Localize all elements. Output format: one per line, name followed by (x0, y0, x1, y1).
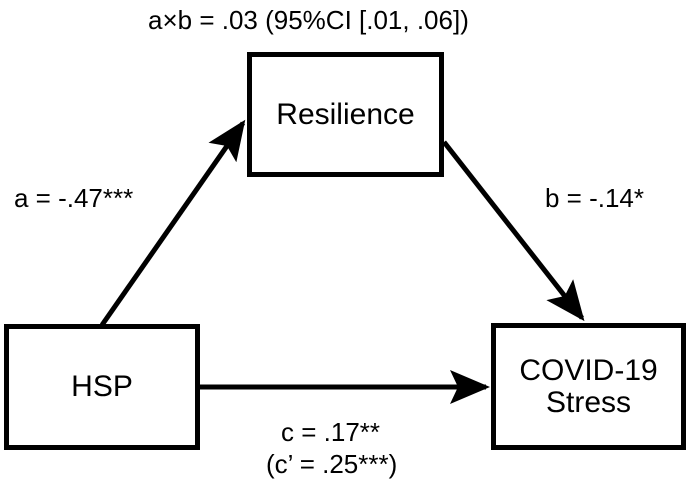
edge-b-line (442, 140, 585, 322)
node-hsp: HSP (4, 324, 200, 450)
node-resilience: Resilience (247, 52, 444, 177)
path-c-label: c = .17** (281, 417, 381, 447)
path-a-label: a = -.47*** (14, 183, 134, 213)
node-hsp-label: HSP (71, 370, 133, 404)
node-covid-stress-label-line1: COVID-19 (519, 354, 658, 387)
edge-a-line (99, 119, 246, 327)
node-covid-stress-label-line2: Stress (545, 385, 632, 419)
node-covid-stress: COVID-19 Stress (491, 323, 686, 450)
indirect-effect-label: a×b = .03 (95%CI [.01, .06]) (148, 5, 469, 35)
node-resilience-label: Resilience (276, 97, 415, 131)
path-c-prime-label: (c’ = .25***) (266, 449, 398, 479)
path-b-label: b = -.14* (545, 183, 645, 213)
node-covid-stress-label: COVID-19 Stress (519, 355, 657, 418)
